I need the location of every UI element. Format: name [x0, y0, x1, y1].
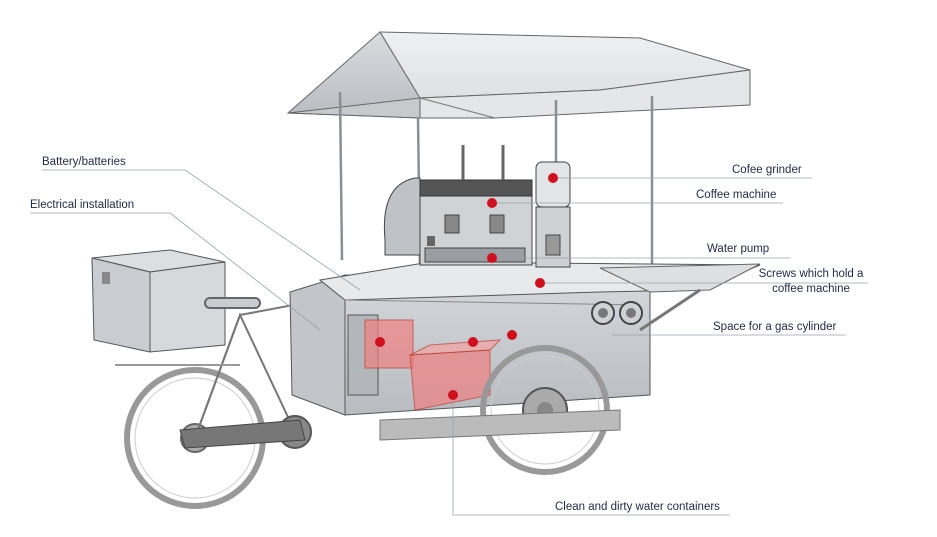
label-coffee-grinder: Cofee grinder	[732, 164, 802, 176]
label-coffee-machine: Coffee machine	[696, 189, 777, 201]
markers	[375, 173, 558, 400]
front-wheels	[379, 345, 621, 475]
label-water-containers: Clean and dirty water containers	[555, 501, 720, 513]
coffee-machine	[383, 145, 533, 266]
label-screws-line2: coffee machine	[772, 283, 850, 295]
rear-box	[91, 249, 226, 353]
label-screws-line1: Screws which hold a	[758, 268, 864, 280]
label-electrical-installation: Electrical installation	[30, 199, 135, 211]
marker-water-pump	[487, 253, 497, 263]
cart-body	[289, 261, 761, 416]
marker-grinder	[548, 173, 558, 183]
label-gas-cylinder: Space for a gas cylinder	[713, 321, 837, 333]
marker-water-containers	[448, 390, 458, 400]
label-screws: Screws which hold a coffee machine	[752, 267, 870, 297]
coffee-grinder	[535, 161, 571, 268]
marker-electrical	[468, 337, 478, 347]
marker-gas	[507, 330, 517, 340]
marker-coffee-machine	[487, 198, 497, 208]
bicycle-frame	[115, 297, 321, 509]
leader-lines	[30, 169, 868, 516]
label-water-pump: Water pump	[707, 243, 770, 255]
marker-battery	[375, 337, 385, 347]
marker-screws	[535, 278, 545, 288]
label-battery: Battery/batteries	[42, 156, 126, 168]
canopy	[286, 31, 751, 119]
